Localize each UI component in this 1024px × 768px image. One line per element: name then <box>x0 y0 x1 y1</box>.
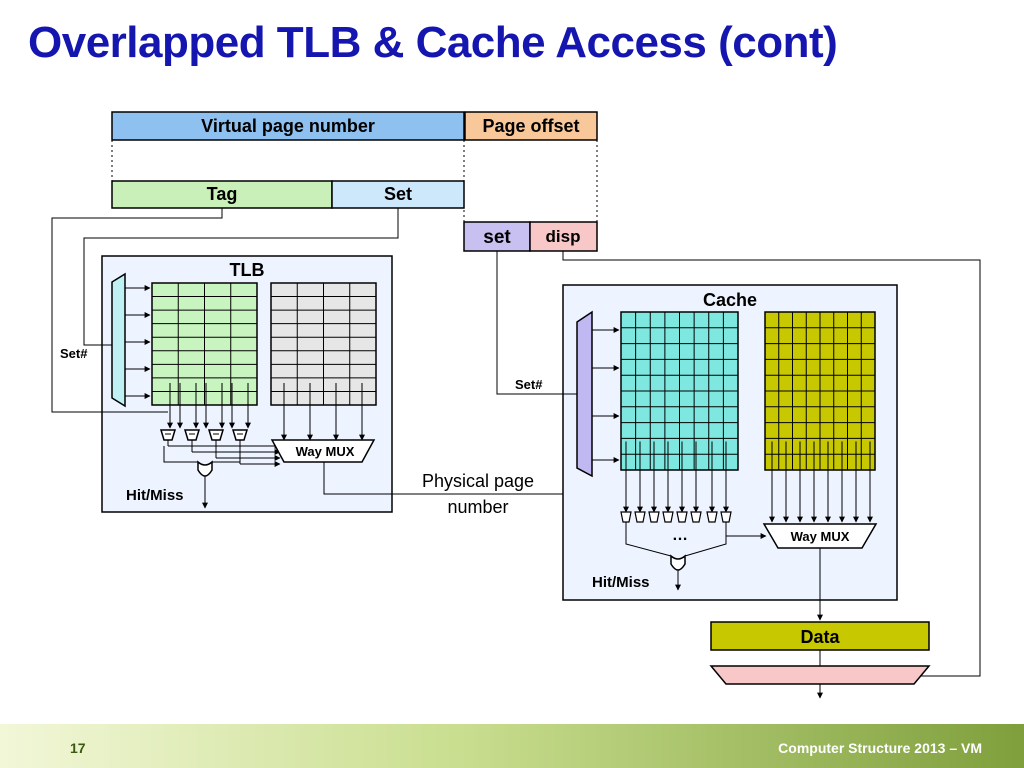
set-label: Set <box>384 184 412 204</box>
cache-way-mux <box>762 523 878 549</box>
cache-decoder-outputs <box>592 327 620 463</box>
cache-comparator <box>720 511 732 523</box>
tlb-address-wires <box>51 208 399 413</box>
cache-comparator <box>634 511 646 523</box>
ppn-label-line2: number <box>447 497 508 517</box>
cache-comparator <box>620 511 632 523</box>
slide-number: 17 <box>70 740 86 756</box>
page-offset-field <box>464 111 598 141</box>
footer-bar <box>0 724 1024 768</box>
cache-set-label: set <box>483 227 511 248</box>
tlb-way-mux-label: Way MUX <box>296 444 355 459</box>
cache-comparator <box>676 511 688 523</box>
tlb-hitmiss-label: Hit/Miss <box>126 487 184 504</box>
tag-label: Tag <box>207 184 238 204</box>
cache-set-number-label: Set# <box>515 377 543 392</box>
vpn-label: Virtual page number <box>201 116 375 136</box>
cache-data-array <box>764 311 876 523</box>
cache-tag-array <box>620 311 739 513</box>
bottom-mux <box>709 665 931 685</box>
cache-set-decoder <box>576 310 593 478</box>
cache-disp-label: disp <box>546 227 581 246</box>
disp-wire <box>562 251 981 677</box>
tlb-comparator <box>183 429 201 441</box>
cache-comparator <box>706 511 718 523</box>
footer-text: Computer Structure 2013 – VM <box>778 740 982 756</box>
tlb-set-number-label: Set# <box>60 346 88 361</box>
tlb-or-input <box>163 446 198 463</box>
cache-comparator <box>690 511 702 523</box>
tlb-data-array <box>270 282 377 441</box>
data-box <box>710 621 930 651</box>
cache-or-input <box>684 522 727 557</box>
page-offset-label: Page offset <box>482 116 579 136</box>
data-label: Data <box>800 627 840 647</box>
tlb-or-input <box>212 452 241 463</box>
tlb-label: TLB <box>230 260 265 280</box>
cache-label: Cache <box>703 290 757 310</box>
page-title: Overlapped TLB & Cache Access (cont) <box>28 18 838 67</box>
cache-comparators <box>620 511 767 591</box>
cache-or-gate <box>670 554 686 571</box>
vpn-field <box>111 111 465 141</box>
cache-comparator <box>648 511 660 523</box>
cache-way-mux-label: Way MUX <box>791 529 850 544</box>
tlb-decoder-outputs <box>125 285 151 399</box>
tlb-set-decoder <box>111 272 126 408</box>
cache-set-wire <box>496 251 577 395</box>
tlb-or-gate <box>197 460 213 477</box>
cache-hitmiss-label: Hit/Miss <box>592 574 650 591</box>
tlb-comparator <box>159 429 177 441</box>
ppn-label-line1: Physical page <box>422 471 534 491</box>
tlb-comparator <box>207 429 225 441</box>
cache-dots: … <box>672 527 688 544</box>
cache-set-field <box>463 221 531 252</box>
tlb-tag-array <box>151 282 258 429</box>
tlb-comparator <box>231 429 249 441</box>
tlb-comparators <box>159 429 281 509</box>
tlb-cache-diagram: Virtual page number Page offset Tag Set … <box>51 111 981 699</box>
cache-or-input <box>625 522 672 557</box>
tlb-way-mux <box>270 439 376 463</box>
cache-comparator <box>662 511 674 523</box>
